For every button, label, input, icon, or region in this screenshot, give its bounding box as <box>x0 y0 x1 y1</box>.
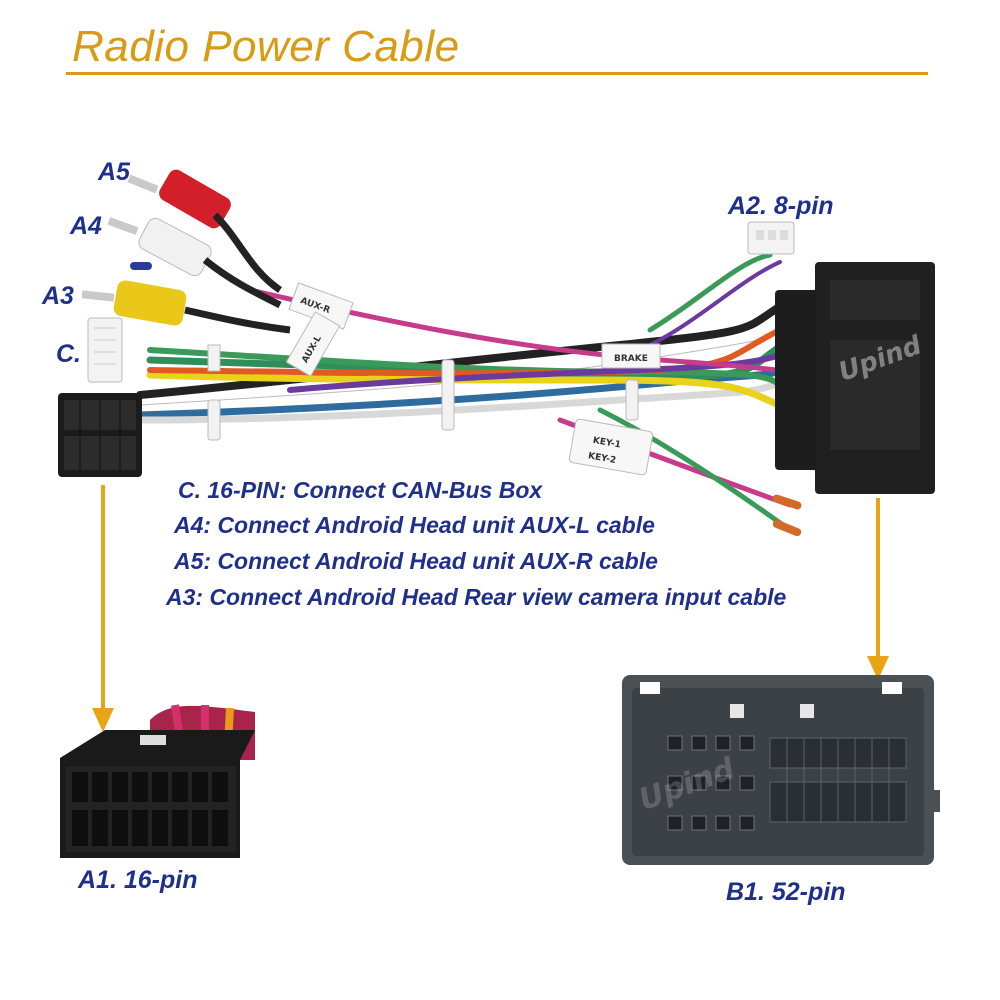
rca-a3-yellow <box>81 280 291 334</box>
connector-b1-52pin <box>622 675 940 865</box>
wire-purple-8pin <box>648 260 782 347</box>
tag-key2-text: KEY-2 <box>587 451 617 466</box>
connector-52pin-black-small <box>775 262 935 494</box>
wire-yellow <box>146 371 794 414</box>
title-underline <box>66 72 928 75</box>
label-b1: B1. 52-pin <box>726 878 846 906</box>
wire-black <box>136 296 794 399</box>
rca-a5-red <box>127 169 282 293</box>
arrow-to-b1 <box>867 498 889 680</box>
wire-green-8pin <box>647 252 773 333</box>
page-title: Radio Power Cable <box>72 22 460 71</box>
label-a4: A4 <box>70 212 102 240</box>
zip-tie-3 <box>625 379 639 421</box>
wire-purple <box>287 347 803 393</box>
connector-a1-16pin <box>60 704 255 858</box>
tag-key: KEY-1 KEY-2 <box>568 418 654 476</box>
note-c-16pin: C. 16-PIN: Connect CAN-Bus Box <box>178 477 543 503</box>
connector-16pin-black-small <box>58 393 142 477</box>
label-a2: A2. 8-pin <box>728 192 834 220</box>
label-a1: A1. 16-pin <box>78 866 198 894</box>
wire-end-blue <box>130 262 152 270</box>
tag-brake: BRAKE <box>601 343 661 369</box>
note-a4: A4: Connect Android Head unit AUX-L cabl… <box>174 512 655 538</box>
arrow-to-a1 <box>92 485 114 732</box>
note-a3: A3: Connect Android Head Rear view camer… <box>166 584 787 610</box>
zip-tie-2 <box>441 359 455 431</box>
label-a3: A3 <box>42 282 74 310</box>
wire-green-lead <box>597 407 793 533</box>
tag-aux-l: AUX-L <box>285 311 341 377</box>
rca-a4-white <box>107 217 282 309</box>
wire-blue <box>136 356 804 419</box>
label-a5: A5 <box>98 158 130 186</box>
tag-brake-text: BRAKE <box>614 354 648 364</box>
tag-aux-r: AUX-R <box>288 282 354 330</box>
connector-a2-8pin <box>747 221 795 255</box>
wire-end-orange-2 <box>772 519 802 537</box>
label-c: C. <box>56 340 81 368</box>
note-a5: A5: Connect Android Head unit AUX-R cabl… <box>174 548 658 574</box>
zip-tie-4 <box>207 399 221 441</box>
wire-end-orange <box>772 494 802 510</box>
zip-tie-1 <box>207 344 221 372</box>
tag-key1-text: KEY-1 <box>592 436 622 451</box>
connector-c-white <box>87 317 123 383</box>
